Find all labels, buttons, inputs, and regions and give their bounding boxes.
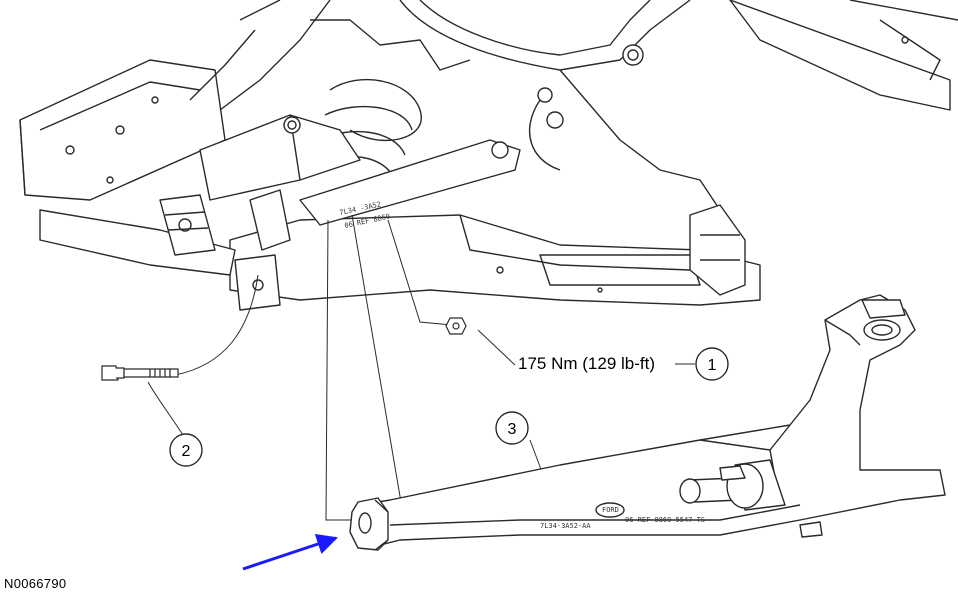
svg-text:1: 1 [708,357,717,374]
bolt [101,365,179,381]
flag-nut [445,317,467,335]
lower-control-arm [349,294,946,551]
arm-markings: 7L34-3A52-AA 06 REF 8869-5547-TS FORD [540,506,705,530]
pointer-arrow-icon [242,534,338,571]
svg-text:7L34-3A52-AA: 7L34-3A52-AA [540,522,591,530]
svg-text:3: 3 [508,421,517,438]
callout-3: 3 [495,411,529,445]
svg-text:06 REF 8869-5547-TS: 06 REF 8869-5547-TS [625,516,705,524]
callout-2: 2 [169,433,203,467]
svg-text:FORD: FORD [602,506,619,514]
leader-lines [147,214,695,521]
torque-spec-label: 175 Nm (129 lb-ft) [518,354,655,373]
svg-text:2: 2 [182,443,191,460]
figure-id: N0066790 [4,576,67,591]
callout-1: 1 [695,347,729,381]
vehicle-frame [19,0,958,311]
